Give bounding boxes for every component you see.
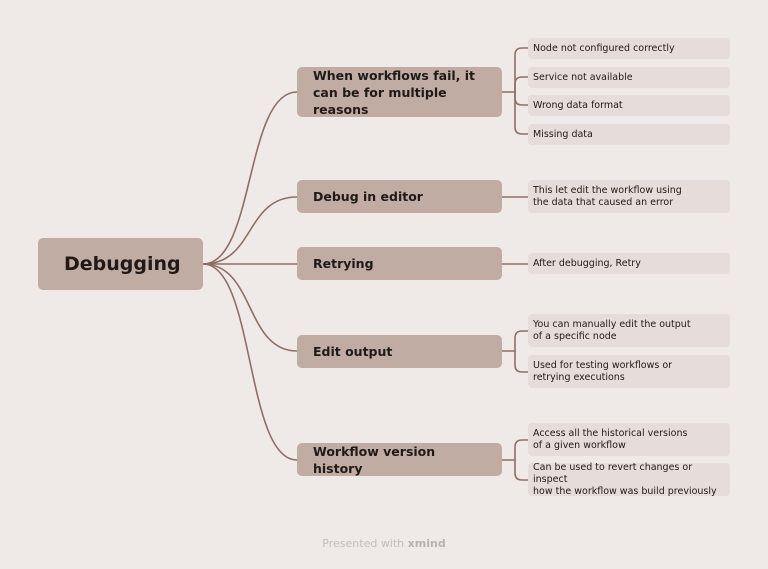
branch-label: Workflow version history — [313, 443, 436, 476]
xmind-brand[interactable]: xmind — [407, 537, 446, 550]
branch-label: Edit output — [313, 344, 393, 359]
connector-b3-leaf-0 — [502, 330, 528, 352]
branch-label: Retrying — [313, 256, 374, 271]
connector-root-branch-0 — [202, 91, 298, 265]
leaf-label: Wrong data format — [533, 99, 623, 111]
branch-label: When workflows fail, it can be for multi… — [313, 67, 476, 117]
leaf-label: Service not available — [533, 71, 633, 83]
leaf-node[interactable]: Access all the historical versions of a … — [528, 423, 730, 456]
connector-root-branch-4 — [202, 263, 298, 461]
leaf-label: Missing data — [533, 128, 593, 140]
connector-b4-leaf-0 — [502, 439, 528, 461]
leaf-node[interactable]: After debugging, Retry — [528, 253, 730, 274]
leaf-label: This let edit the workflow using the dat… — [533, 184, 682, 208]
connector-b3-leaf-1 — [514, 351, 528, 373]
branch-label: Debug in editor — [313, 189, 423, 204]
leaf-label: After debugging, Retry — [533, 257, 641, 269]
leaf-label: You can manually edit the output of a sp… — [533, 318, 691, 342]
leaf-label: Access all the historical versions of a … — [533, 427, 688, 451]
leaf-node[interactable]: Node not configured correctly — [528, 38, 730, 59]
leaf-node[interactable]: Wrong data format — [528, 95, 730, 116]
root-label: Debugging — [64, 253, 181, 275]
leaf-node[interactable]: Can be used to revert changes or inspect… — [528, 461, 730, 497]
presented-with-footer: Presented with xmind — [0, 537, 768, 550]
root-node[interactable]: Debugging — [38, 238, 203, 290]
connector-root-branch-3 — [202, 263, 298, 352]
leaf-node[interactable]: Service not available — [528, 67, 730, 88]
branch-node-retrying[interactable]: Retrying — [297, 247, 502, 280]
branch-node-failure-reasons[interactable]: When workflows fail, it can be for multi… — [297, 67, 502, 117]
branch-node-debug-in-editor[interactable]: Debug in editor — [297, 180, 502, 213]
branch-node-version-history[interactable]: Workflow version history — [297, 443, 502, 476]
connector-b0-leaf-1 — [514, 76, 528, 92]
connector-b4-leaf-1 — [514, 460, 528, 481]
leaf-node[interactable]: You can manually edit the output of a sp… — [528, 314, 730, 347]
connector-b0-leaf-2 — [514, 92, 528, 106]
connector-b0-leaf-0 — [502, 47, 528, 93]
connector-root-branch-1 — [202, 196, 298, 265]
leaf-label: Node not configured correctly — [533, 42, 675, 54]
leaf-node[interactable]: Used for testing workflows or retrying e… — [528, 355, 730, 388]
leaf-label: Used for testing workflows or retrying e… — [533, 359, 673, 383]
connector-b0-leaf-3 — [514, 92, 528, 135]
leaf-node[interactable]: This let edit the workflow using the dat… — [528, 180, 730, 213]
branch-node-edit-output[interactable]: Edit output — [297, 335, 502, 368]
leaf-node[interactable]: Missing data — [528, 124, 730, 145]
leaf-label: Can be used to revert changes or inspect… — [533, 461, 717, 497]
footer-prefix: Presented with — [322, 537, 405, 550]
